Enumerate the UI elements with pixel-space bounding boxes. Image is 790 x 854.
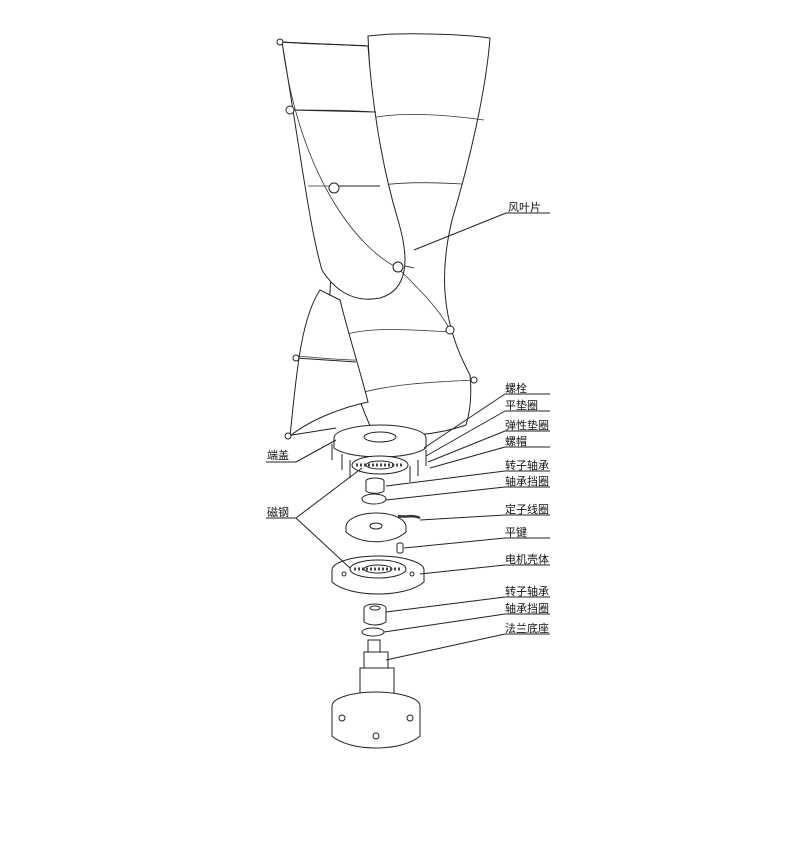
label-spring-washer: 弹性垫圈 xyxy=(505,418,549,432)
bearing-retainer-bottom xyxy=(361,627,385,637)
label-bearing-retainer-bottom: 轴承挡圈 xyxy=(505,601,549,615)
label-rotor-bearing-bottom: 转子轴承 xyxy=(505,584,549,598)
label-magnet: 磁钢 xyxy=(267,506,289,519)
label-flat-washer: 平垫圈 xyxy=(505,398,538,412)
label-stator-coil: 定子线圈 xyxy=(505,502,549,516)
stator-coil-disk xyxy=(345,512,421,543)
label-flange-base: 法兰底座 xyxy=(505,621,549,635)
flange-base-part xyxy=(331,639,421,749)
lower-back-blade xyxy=(289,289,369,438)
bolt-cluster xyxy=(331,444,427,482)
flat-key-part xyxy=(396,542,404,554)
rotor-bearing-top xyxy=(365,477,385,494)
label-motor-housing: 电机壳体 xyxy=(505,552,549,566)
label-nut: 螺帽 xyxy=(505,435,527,448)
leader-lines xyxy=(266,212,550,661)
labels: 风叶片 螺栓 平垫圈 弹性垫圈 螺帽 转子轴承 轴承挡圈 定子线圈 平键 电机壳… xyxy=(267,201,549,635)
rotor-bearing-bottom xyxy=(363,603,387,626)
wind-blade-assembly xyxy=(276,33,491,440)
motor-housing-part xyxy=(331,555,425,595)
bearing-retainer-top xyxy=(361,493,387,505)
label-end-cap: 端盖 xyxy=(267,448,289,462)
label-rotor-bearing-top: 转子轴承 xyxy=(505,458,549,472)
label-flat-key: 平键 xyxy=(505,525,527,539)
label-bearing-retainer-top: 轴承挡圈 xyxy=(505,474,549,488)
label-bolt: 螺栓 xyxy=(505,381,527,395)
label-blade: 风叶片 xyxy=(508,201,541,214)
end-cap xyxy=(333,424,427,458)
magnet-ring-top xyxy=(351,455,409,475)
